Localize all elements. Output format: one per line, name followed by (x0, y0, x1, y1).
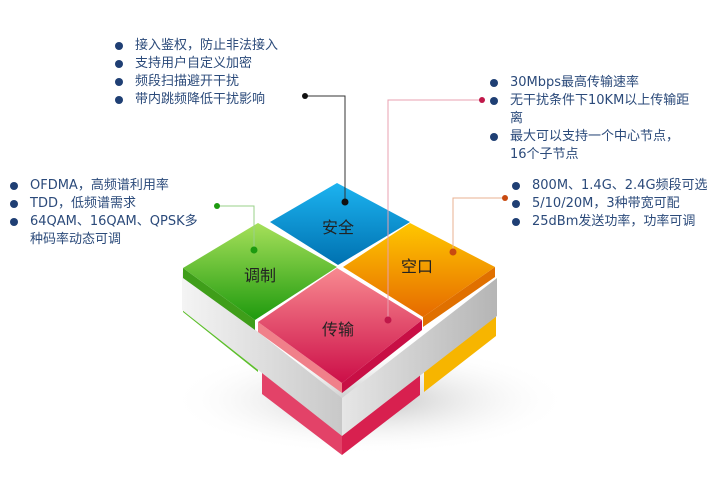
air-interface-feature-list: 800M、1.4G、2.4G频段可选 5/10/20M，3种带宽可配 25dBm… (510, 177, 720, 231)
bullet-icon (490, 133, 498, 141)
security-feature-list: 接入鉴权，防止非法接入 支持用户自定义加密 频段扫描避开干扰 带内跳频降低干扰影… (113, 37, 333, 109)
list-item: 无干扰条件下10KM以上传输距离 (488, 92, 693, 128)
list-item: 频段扫描避开干扰 (113, 73, 333, 91)
list-item: TDD，低频谱需求 (8, 195, 208, 213)
tile-transmission (258, 268, 422, 383)
list-item: 800M、1.4G、2.4G频段可选 (510, 177, 720, 195)
list-item: 接入鉴权，防止非法接入 (113, 37, 333, 55)
tile-air-interface (343, 223, 495, 317)
pink-stripe-right (342, 373, 420, 455)
air-interface-connector (452, 197, 505, 252)
modulation-connector (217, 205, 255, 250)
bullet-icon (10, 200, 18, 208)
list-item: 最大可以支持一个中心节点，16个子节点 (488, 128, 693, 164)
base-left-face (182, 272, 342, 436)
modulation-feature-list: OFDMA，高频谱利用率 TDD，低频谱需求 64QAM、16QAM、QPSK多… (8, 177, 208, 249)
tile-label-transmission: 传输 (322, 320, 355, 339)
tile-label-air-interface: 空口 (401, 257, 434, 276)
bullet-icon (10, 218, 18, 226)
list-item: 5/10/20M，3种带宽可配 (510, 195, 720, 213)
tile-security (270, 183, 410, 265)
bullet-icon (490, 97, 498, 105)
tile-label-modulation: 调制 (244, 266, 277, 285)
bullet-icon (512, 200, 520, 208)
list-item: 30Mbps最高传输速率 (488, 74, 693, 92)
tile-modulation (183, 223, 337, 320)
tile-label-security: 安全 (322, 218, 355, 237)
list-item: 支持用户自定义加密 (113, 55, 333, 73)
bullet-icon (115, 42, 123, 50)
transmission-connector (387, 99, 482, 320)
bullet-icon (115, 78, 123, 86)
bullet-icon (115, 60, 123, 68)
security-connector (305, 95, 346, 202)
bullet-icon (490, 79, 498, 87)
bullet-icon (10, 182, 18, 190)
bullet-icon (115, 96, 123, 104)
list-item: 带内跳频降低干扰影响 (113, 91, 333, 109)
orange-stripe (424, 314, 496, 392)
transmission-feature-list: 30Mbps最高传输速率 无干扰条件下10KM以上传输距离 最大可以支持一个中心… (488, 74, 693, 164)
list-item: OFDMA，高频谱利用率 (8, 177, 208, 195)
pink-stripe-left (262, 372, 342, 455)
list-item: 64QAM、16QAM、QPSK多种码率动态可调 (8, 213, 208, 249)
list-item: 25dBm发送功率，功率可调 (510, 213, 720, 231)
bullet-icon (512, 218, 520, 226)
bullet-icon (512, 182, 520, 190)
base-right-face (342, 278, 497, 436)
